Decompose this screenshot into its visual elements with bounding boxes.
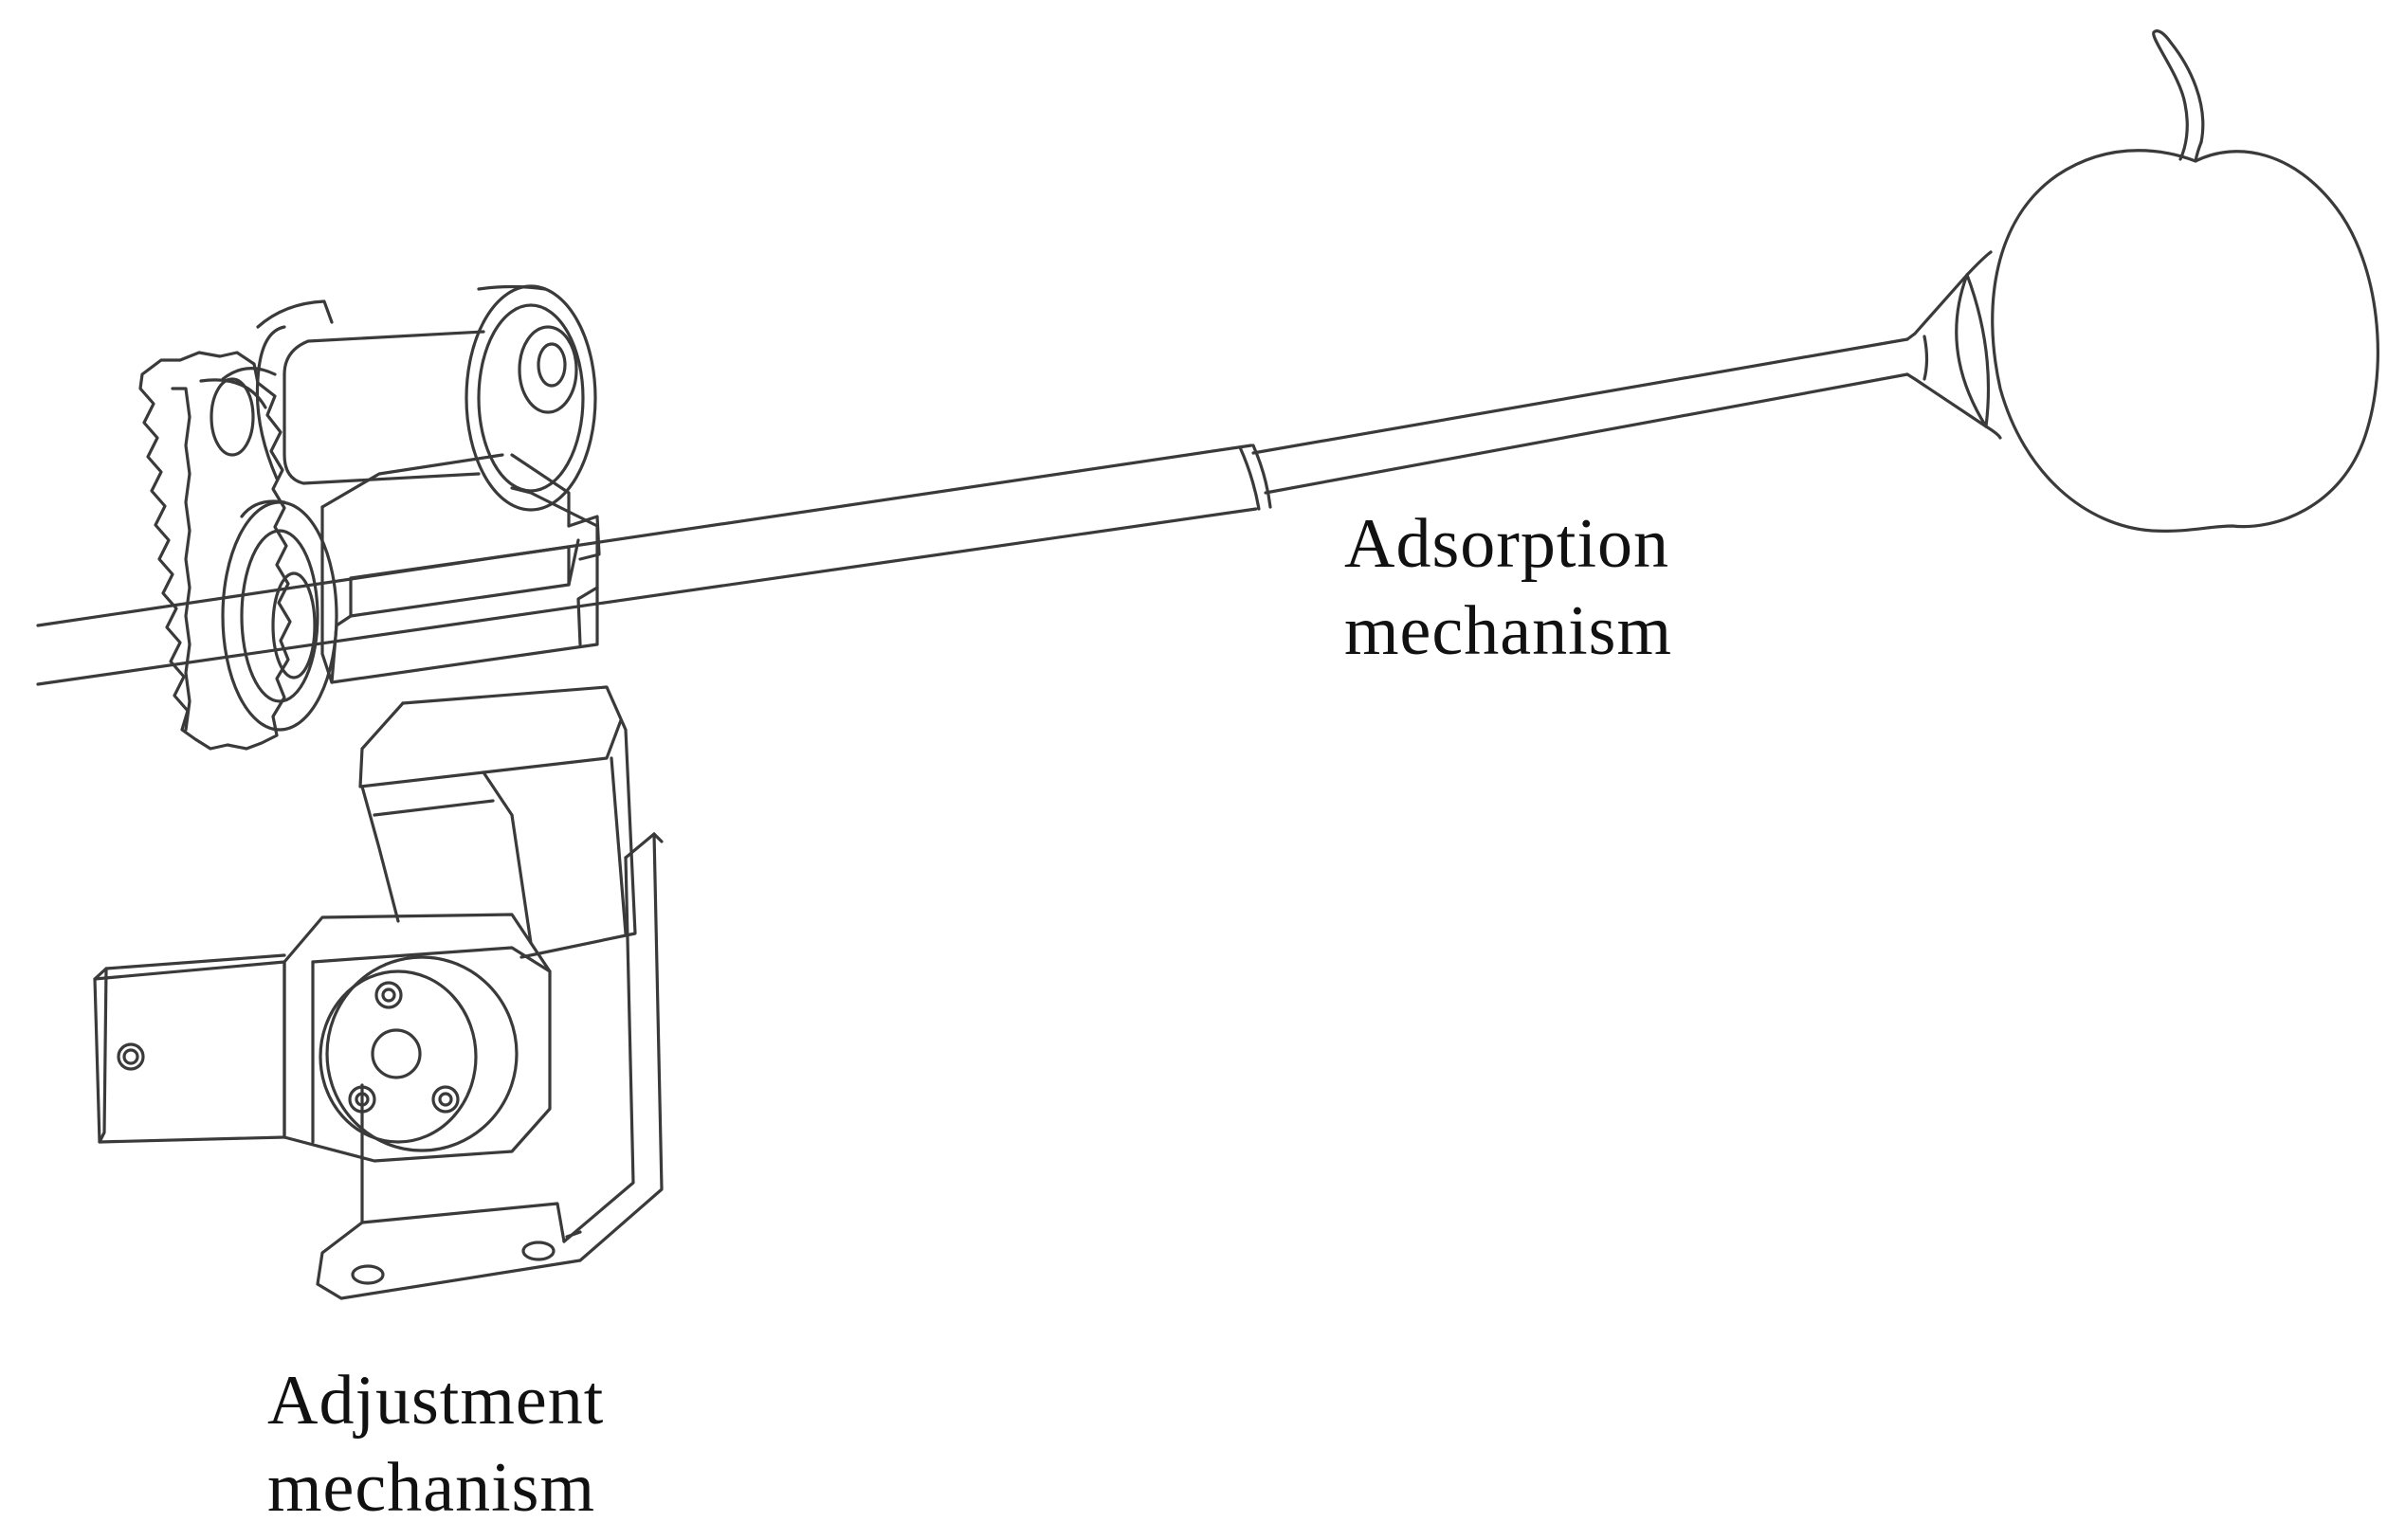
side-plate bbox=[93, 953, 286, 1144]
clamp-block bbox=[320, 453, 601, 684]
adsorption-label-line1: Adsorption bbox=[1344, 505, 1669, 583]
apple-shape bbox=[1991, 29, 2379, 533]
adjustment-mechanism-label: Adjustment mechanism bbox=[267, 1357, 604, 1531]
gear bbox=[138, 351, 292, 751]
servo-mount bbox=[282, 913, 552, 1163]
adsorption-label-line2: mechanism bbox=[1344, 592, 1673, 670]
adjustment-label-line2: mechanism bbox=[267, 1449, 596, 1527]
servo-disk bbox=[319, 955, 519, 1152]
roller-motor bbox=[210, 284, 597, 512]
arm-link bbox=[358, 685, 637, 959]
suction-cup bbox=[1905, 250, 2002, 440]
lower-pulley bbox=[221, 499, 338, 732]
adjustment-label-line1: Adjustment bbox=[267, 1362, 605, 1440]
base-bracket bbox=[316, 832, 664, 1300]
rear-rod bbox=[36, 444, 1258, 686]
rod-coupling bbox=[1238, 444, 1272, 511]
adsorption-mechanism-label: Adsorption mechanism bbox=[1344, 500, 1672, 675]
front-rod bbox=[1251, 337, 1909, 495]
